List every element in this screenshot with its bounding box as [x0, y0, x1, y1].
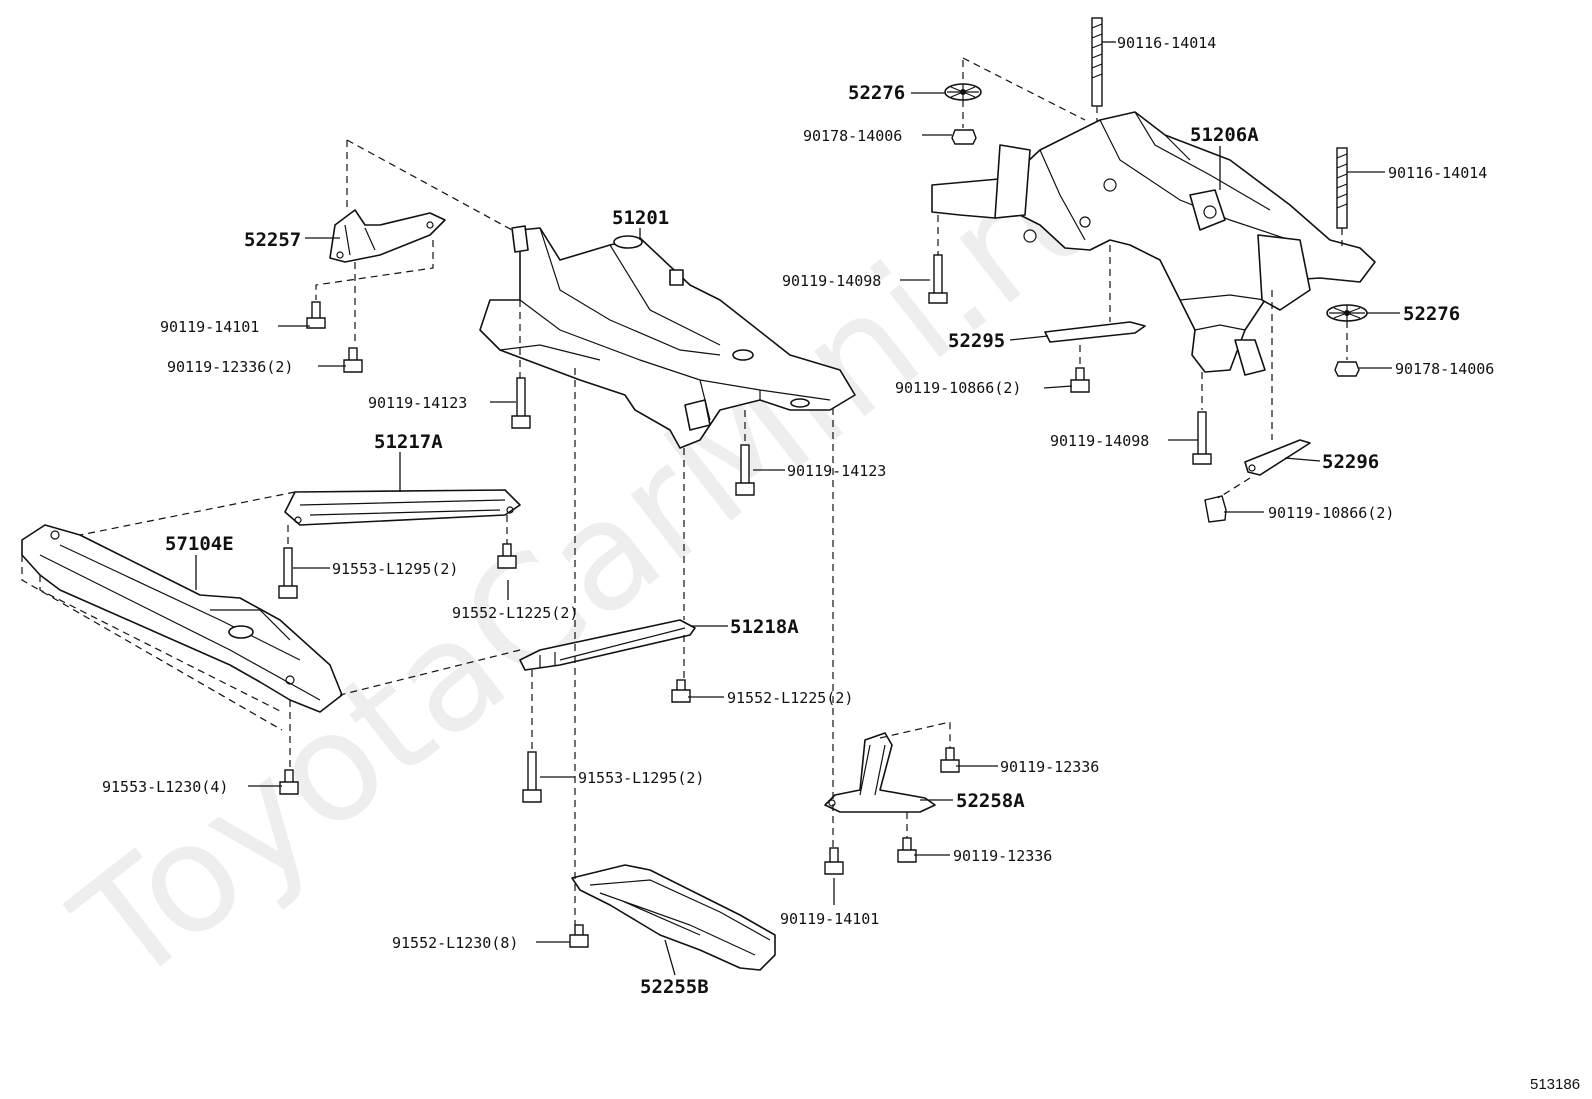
label-90119-10866-b: 90119-10866(2): [1268, 504, 1394, 522]
bolt-90119-14098-b: [1192, 411, 1212, 465]
label-91552-l1230: 91552-L1230(8): [392, 934, 518, 952]
label-52258a: 52258A: [956, 790, 1025, 812]
bolt-90119-10866-a: [1070, 367, 1090, 393]
label-90119-14123-a: 90119-14123: [368, 394, 467, 412]
arm-52296: [1244, 439, 1311, 476]
label-91553-l1295-a: 91553-L1295(2): [332, 560, 458, 578]
nut-90178-14006-top: [951, 129, 977, 145]
label-90119-12336-bottom: 90119-12336: [953, 847, 1052, 865]
bracket-52257: [329, 209, 446, 263]
label-90119-10866-a: 90119-10866(2): [895, 379, 1021, 397]
label-51218a: 51218A: [730, 616, 799, 638]
bolt-91553-L1295-b: [522, 751, 542, 803]
label-90178-14006-right: 90178-14006: [1395, 360, 1494, 378]
arm-52295: [1044, 321, 1146, 343]
bolt-91553-L1295-a: [278, 547, 298, 599]
bolt-91552-L1230: [569, 924, 589, 948]
label-51217a: 51217A: [374, 431, 443, 453]
label-52295: 52295: [948, 330, 1005, 352]
bolt-90119-12336-bottom-right: [897, 837, 917, 863]
bolt-90119-12336-top-right: [940, 747, 960, 773]
bracket-52258a: [824, 732, 936, 813]
rear-subframe-51206a: [931, 111, 1376, 376]
leader-lines: [195, 41, 1400, 976]
bolt-90119-14101-a: [306, 301, 326, 329]
bolt-90119-10866-b: [1204, 495, 1227, 523]
bolt-90119-12336-left: [343, 347, 363, 373]
nut-90178-14006-right: [1334, 361, 1360, 377]
reference-number: 513186: [1530, 1076, 1580, 1093]
label-90119-14098-a: 90119-14098: [782, 272, 881, 290]
label-57104e: 57104E: [165, 533, 234, 555]
cushion-52276-lower: [1326, 304, 1368, 322]
bolt-90119-14123-b: [735, 444, 755, 496]
bolt-91552-L1225-a: [497, 543, 517, 569]
label-90119-14101-a: 90119-14101: [160, 318, 259, 336]
front-crossmember-51201: [479, 225, 856, 449]
label-90119-14101-b: 90119-14101: [780, 910, 879, 928]
bolt-91552-L1225-b: [671, 679, 691, 703]
label-91553-l1295-b: 91553-L1295(2): [578, 769, 704, 787]
assembly-dashed-lines: [21, 57, 1348, 925]
bolt-90119-14123-a: [511, 377, 531, 429]
part-labels: 90116-14014 52276 90178-14006 51206A 901…: [102, 34, 1494, 998]
label-90119-12336-2: 90119-12336(2): [167, 358, 293, 376]
label-91553-l1230: 91553-L1230(4): [102, 778, 228, 796]
under-cover-52255b: [571, 864, 776, 971]
label-90119-14123-b: 90119-14123: [787, 462, 886, 480]
cushion-52276-upper: [944, 83, 982, 101]
label-52276-top: 52276: [848, 82, 905, 104]
bolt-90119-14101-b: [824, 847, 844, 875]
label-90178-14006-top: 90178-14006: [803, 127, 902, 145]
label-52296: 52296: [1322, 451, 1379, 473]
reinforcement-51217a: [284, 489, 521, 526]
label-52255b: 52255B: [640, 976, 709, 998]
label-51201: 51201: [612, 207, 669, 229]
label-90119-12336-top: 90119-12336: [1000, 758, 1099, 776]
label-90119-14098-b: 90119-14098: [1050, 432, 1149, 450]
label-91552-l1225-a: 91552-L1225(2): [452, 604, 578, 622]
fasteners: [278, 17, 1360, 948]
label-52276-right: 52276: [1403, 303, 1460, 325]
label-52257: 52257: [244, 229, 301, 251]
stud-90116-14014-right: [1336, 147, 1348, 229]
label-91552-l1225-b: 91552-L1225(2): [727, 689, 853, 707]
brace-51218a: [519, 619, 696, 671]
bolt-91553-L1230: [279, 769, 299, 795]
label-90116-14014-top: 90116-14014: [1117, 34, 1216, 52]
stud-90116-14014-top: [1091, 17, 1103, 107]
label-51206a: 51206A: [1190, 124, 1259, 146]
label-90116-14014-right: 90116-14014: [1388, 164, 1487, 182]
